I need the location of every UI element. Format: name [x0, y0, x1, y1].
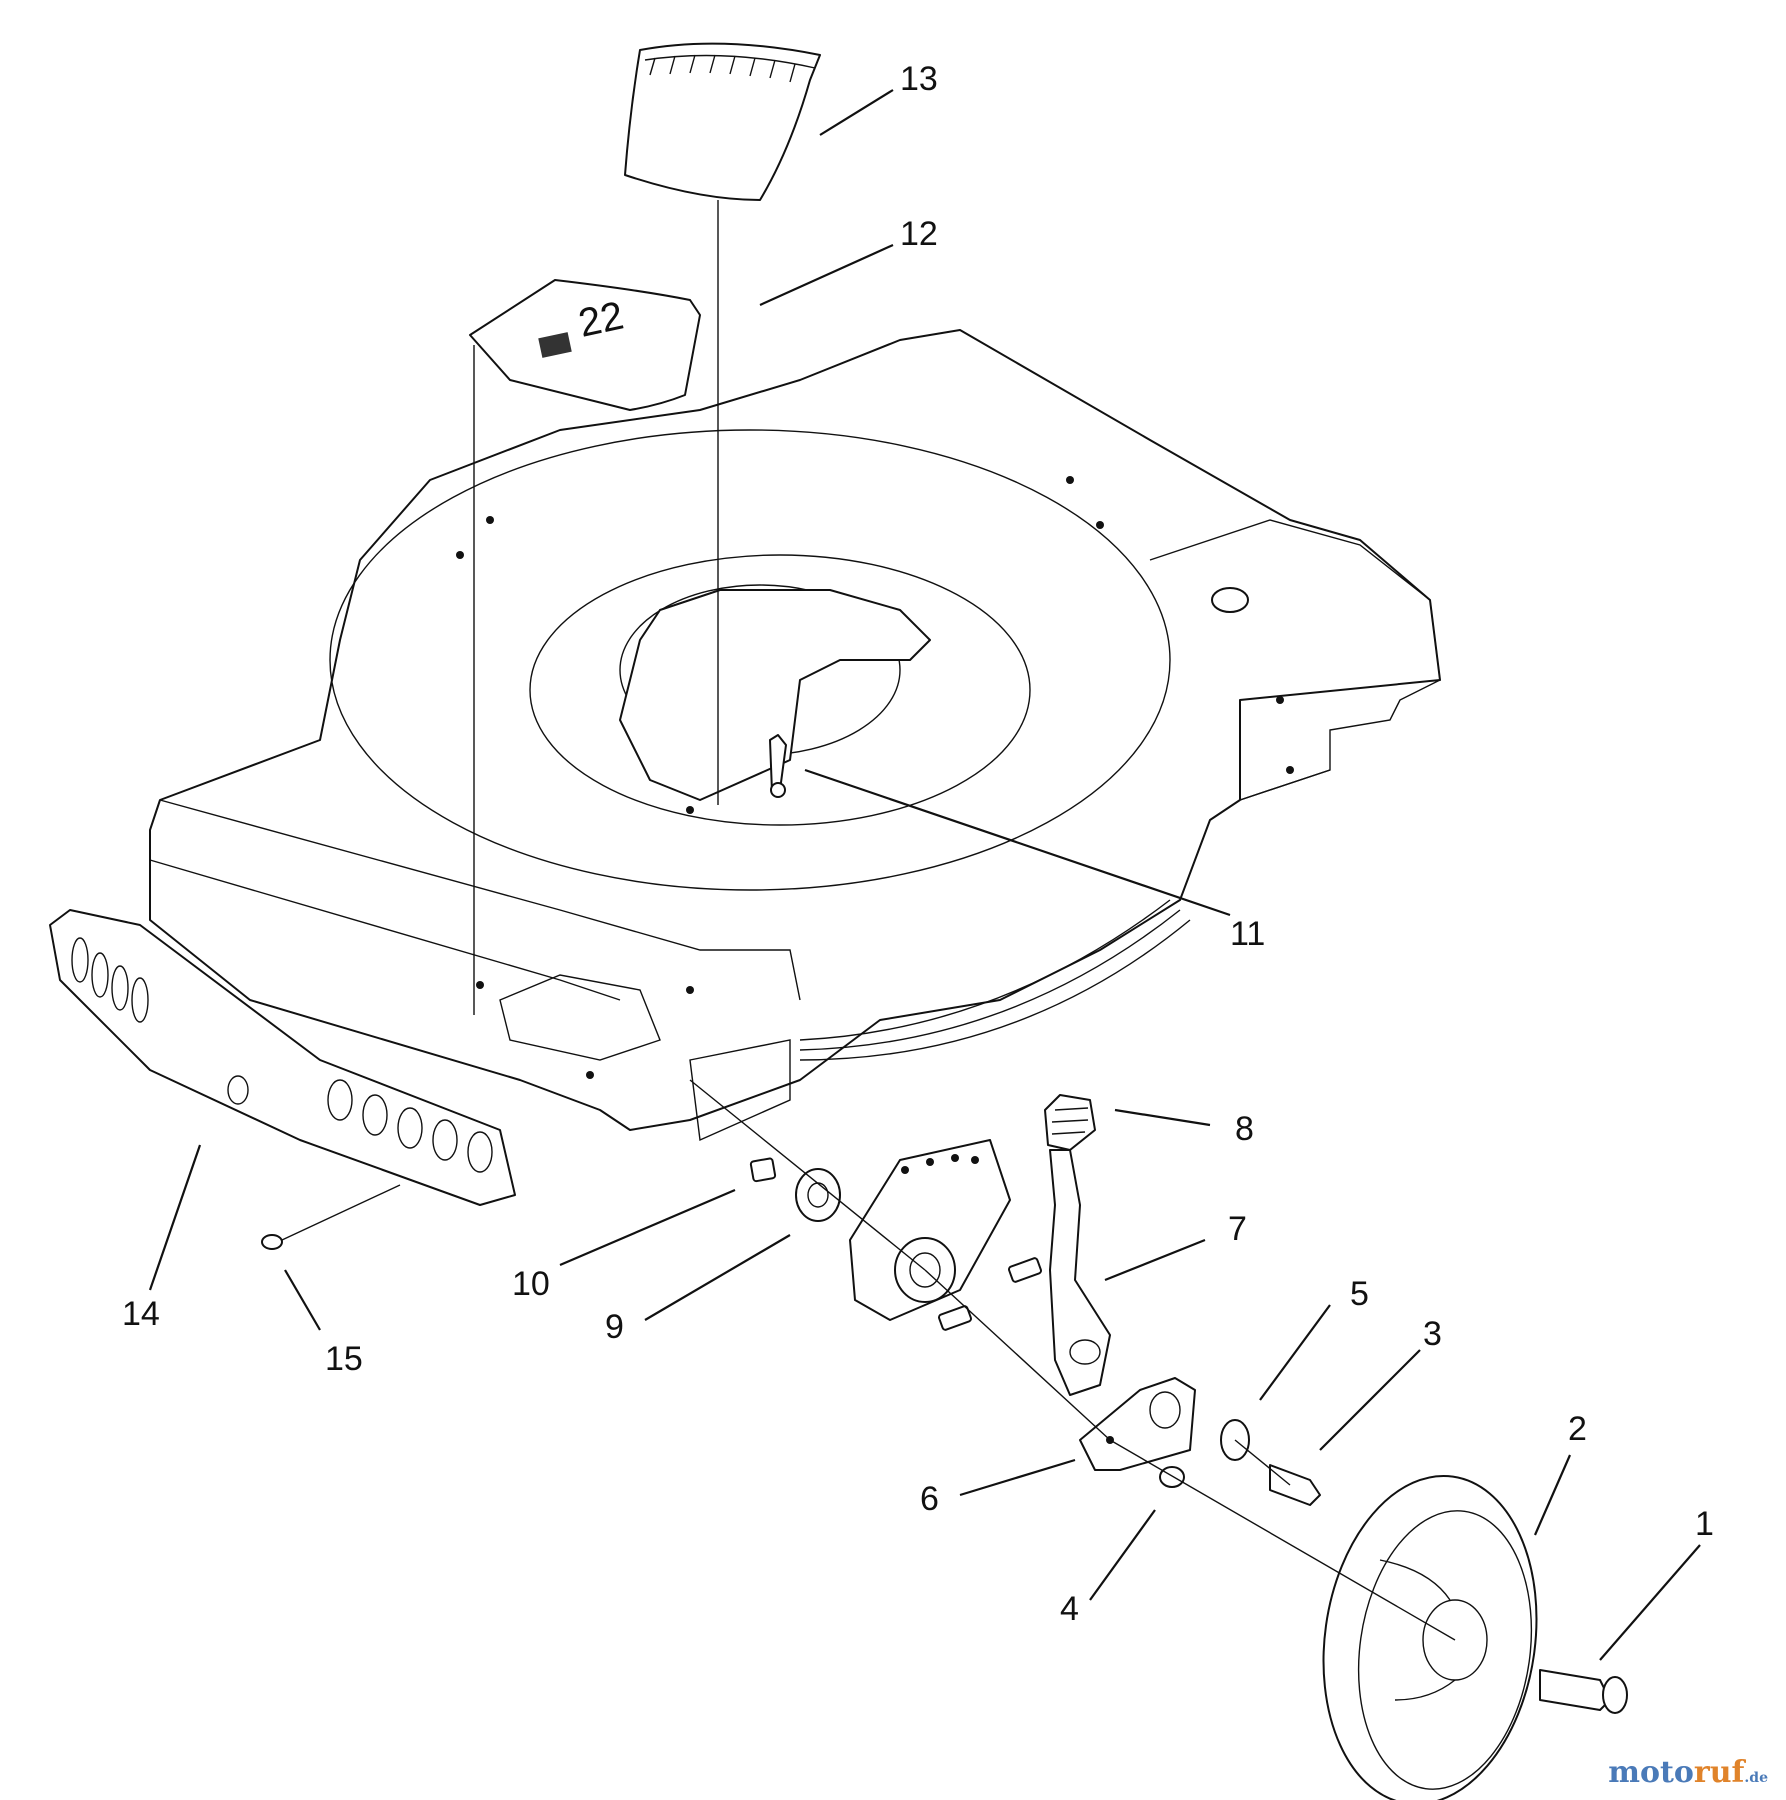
callout-3: 3: [1423, 1315, 1442, 1353]
part-1-bolt: [1539, 1669, 1628, 1714]
mower-deck-housing: [149, 329, 1441, 1142]
callout-8: 8: [1235, 1110, 1254, 1148]
part-14-front-bumper: [49, 909, 516, 1206]
part-8-knob: [1044, 1094, 1096, 1151]
part-12-size-decal: 22: [469, 279, 701, 411]
callout-13: 13: [900, 60, 938, 98]
leader-lines: [148, 89, 1701, 1661]
watermark-brand-a: moto: [1608, 1755, 1694, 1790]
part-15-screw: [261, 1184, 401, 1250]
part-11-screw: [769, 734, 787, 798]
watermark-tld: .de: [1744, 1770, 1768, 1786]
callout-2: 2: [1568, 1410, 1587, 1448]
callout-labels: 1 2 3 4 5 6 7 8 9 10 11 12 13 14 15: [122, 60, 1714, 1628]
callout-9: 9: [605, 1308, 624, 1346]
callout-11: 11: [1230, 915, 1265, 953]
callout-5: 5: [1350, 1275, 1369, 1313]
decal-12-text: 22: [575, 294, 628, 346]
callout-6: 6: [920, 1480, 939, 1518]
part-13-decal-cover: [624, 42, 821, 201]
callout-4: 4: [1060, 1590, 1079, 1628]
callout-15: 15: [325, 1340, 363, 1378]
deck-holes: [456, 476, 1294, 1079]
plate-bolts: [938, 1257, 1042, 1331]
part-7-lever: [1049, 1149, 1111, 1396]
part-9-bushing: [795, 1168, 841, 1222]
decal-13-stripes: [649, 54, 796, 83]
part-2-wheel: [1322, 1474, 1538, 1800]
callout-1: 1: [1695, 1505, 1714, 1543]
part-6-pivot-bracket: [1079, 1377, 1196, 1471]
part-4-washer: [1159, 1466, 1185, 1488]
height-adjust-plate: [849, 1139, 1011, 1321]
callout-12: 12: [900, 215, 938, 253]
watermark-logo: motoruf.de: [1608, 1755, 1768, 1790]
part-10-nut: [749, 1157, 777, 1183]
callout-10: 10: [512, 1265, 550, 1303]
callout-14: 14: [122, 1295, 160, 1333]
bumper-slots: [71, 937, 493, 1173]
assembly-axis-lines: [689, 1079, 1456, 1641]
part-3-bolt: [1269, 1464, 1321, 1506]
callout-7: 7: [1228, 1210, 1247, 1248]
watermark-brand-b: ruf: [1693, 1755, 1745, 1790]
